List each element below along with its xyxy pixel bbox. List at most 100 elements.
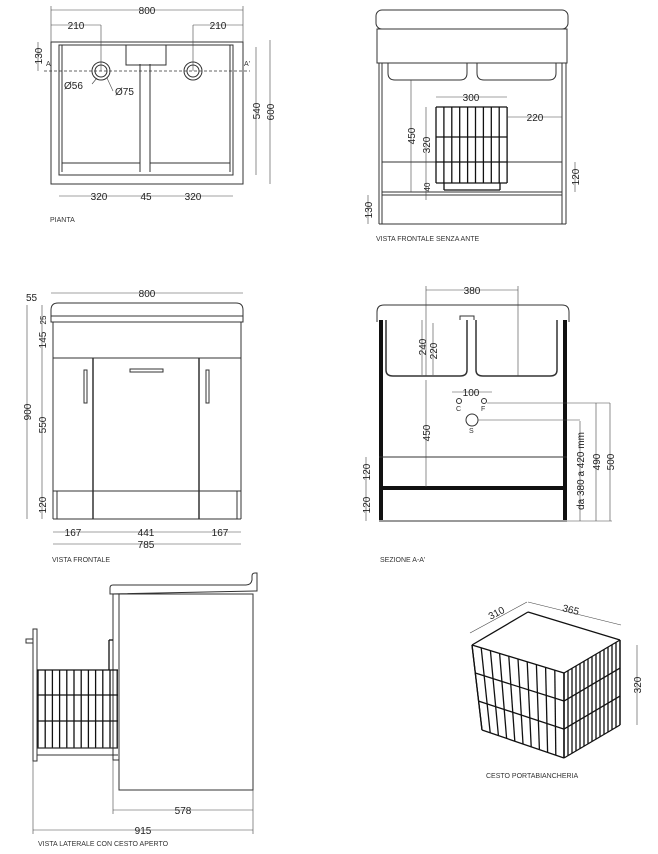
dim-basket-width: 300	[463, 93, 480, 104]
basket-wire	[508, 656, 516, 742]
dim-915: 915	[135, 826, 152, 837]
dim-490: 490	[592, 453, 603, 470]
basket-wire	[480, 647, 491, 733]
view-front: 800 55 900 25 145 550 120 167 441 167 78…	[23, 289, 244, 564]
dim-100: 100	[463, 388, 480, 399]
basket-wire	[498, 653, 508, 739]
dim-left-hole: 210	[68, 21, 85, 32]
dim-section-120b: 120	[362, 496, 373, 513]
dim-basin-left: 320	[91, 192, 108, 203]
basket-door-panel	[32, 628, 38, 762]
dim-basket-320: 320	[633, 676, 644, 693]
basket-wire	[478, 700, 565, 730]
dim-500: 500	[606, 453, 617, 470]
side-body	[118, 593, 254, 791]
dim-depth: 600	[266, 103, 277, 120]
basket-wire	[475, 672, 565, 702]
sink-top	[375, 9, 569, 30]
front-doors	[52, 357, 242, 492]
view-pianta: 800 210 210 130 A A' 540 600 Ø56 Ø75 320…	[34, 6, 277, 224]
front-apron	[52, 321, 242, 359]
basket-wire	[554, 670, 557, 756]
dim-front-120: 120	[38, 496, 49, 513]
basket-wire	[489, 650, 500, 736]
dim-167-right: 167	[212, 528, 229, 539]
laundry-basket-front	[435, 106, 508, 191]
drain-outlet	[465, 413, 479, 427]
label-c: C	[456, 406, 461, 413]
basket-wire	[517, 658, 524, 745]
dim-inner-depth: 540	[252, 102, 263, 119]
dim-220: 220	[429, 342, 440, 359]
basket-wire	[563, 667, 621, 702]
section-mark-a2: A'	[244, 61, 250, 68]
basket-wire	[471, 644, 483, 731]
dim-365: 365	[561, 603, 580, 618]
basket-wire	[481, 729, 565, 759]
basins	[387, 63, 557, 81]
view-front-no-doors: 300 220 450 320 40 120 130 VISTA FRONTAL…	[364, 9, 582, 243]
label-f: F	[481, 406, 485, 413]
dim-167-left: 167	[65, 528, 82, 539]
dim-basket-height: 320	[422, 136, 433, 153]
section-top	[376, 304, 570, 322]
handle-left	[83, 369, 88, 404]
dim-578: 578	[175, 806, 192, 817]
view-label-basket: CESTO PORTABIANCHERIA	[486, 773, 579, 780]
dim-900: 900	[23, 403, 34, 420]
basket-wire	[563, 695, 621, 730]
dim-diameter-75: Ø75	[115, 87, 134, 98]
view-label-front: VISTA FRONTALE	[52, 557, 110, 564]
dim-380: 380	[464, 286, 481, 297]
view-label-side: VISTA LATERALE CON CESTO APERTO	[38, 841, 169, 848]
handle-center	[129, 368, 164, 373]
dim-drain-range: da 380 a 420 mm	[576, 432, 587, 510]
dim-240: 240	[418, 338, 429, 355]
basket-wire	[563, 724, 621, 759]
dim-441: 441	[138, 528, 155, 539]
dim-width: 800	[139, 6, 156, 17]
hot-water-inlet	[456, 398, 462, 404]
dim-550: 550	[38, 416, 49, 433]
section-basins	[385, 320, 558, 377]
dim-450: 450	[407, 127, 418, 144]
dim-right-hole: 210	[210, 21, 227, 32]
section-mark-a: A	[46, 61, 51, 68]
plan-outline	[50, 41, 244, 185]
basket-wire	[535, 664, 541, 750]
dim-gap: 45	[140, 192, 152, 203]
label-s: S	[469, 428, 474, 435]
dim-25: 25	[39, 315, 48, 324]
view-section: 380 240 220 450 100 C F S da 380 a 420 m…	[362, 286, 617, 564]
dim-basin-right: 320	[185, 192, 202, 203]
dim-310: 310	[487, 605, 507, 623]
dim-120: 120	[571, 168, 582, 185]
view-label-pianta: PIANTA	[50, 217, 75, 224]
dim-side: 220	[527, 113, 544, 124]
basket-wire	[527, 611, 621, 641]
basket-wire	[471, 611, 529, 646]
laundry-basket-side	[37, 639, 118, 749]
plan-overflow	[125, 44, 167, 66]
dim-section-120a: 120	[362, 463, 373, 480]
side-top	[109, 572, 258, 595]
view-label-section: SEZIONE A-A'	[380, 557, 425, 564]
side-front-panel	[112, 593, 120, 761]
view-side: 578 915 VISTA LATERALE CON CESTO APERTO	[25, 572, 258, 848]
view-basket: 310 365 320 CESTO PORTABIANCHERIA	[469, 601, 644, 780]
cold-water-inlet	[481, 398, 487, 404]
dim-55: 55	[26, 293, 38, 304]
basket-handle	[25, 638, 34, 644]
dim-diameter-56: Ø56	[64, 81, 83, 92]
basket-wire	[544, 667, 549, 753]
handle-right	[205, 369, 210, 404]
dim-section-450: 450	[422, 424, 433, 441]
dim-130: 130	[364, 201, 375, 218]
basket-wire	[526, 661, 532, 747]
front-top	[50, 302, 244, 323]
laundry-basket-iso	[471, 611, 621, 759]
dim-785: 785	[138, 540, 155, 551]
dim-40: 40	[423, 182, 432, 191]
view-label-front-no-doors: VISTA FRONTALE SENZA ANTE	[376, 236, 480, 243]
